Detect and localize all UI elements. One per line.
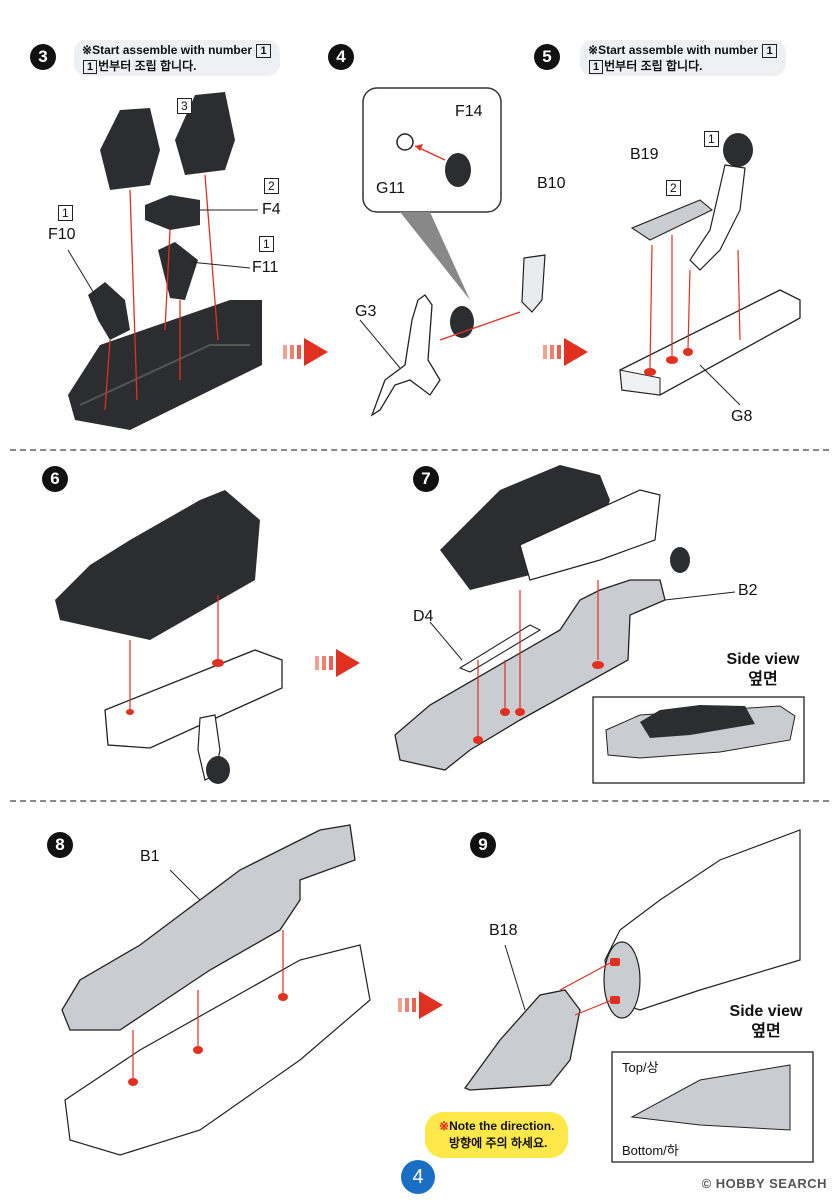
number-box: 1 <box>83 60 98 74</box>
order-tag-1: 1 <box>259 236 274 252</box>
part-label-b10: B10 <box>537 175 566 192</box>
side-view-en: Side view <box>726 651 800 668</box>
side-view-heading: Side view 옆면 <box>720 650 806 690</box>
direction-note-ko: 방향에 주의 하세요. <box>449 1136 548 1150</box>
part-label-f4: F4 <box>262 201 281 218</box>
direction-note-en: ※Note the direction. <box>439 1119 555 1133</box>
number-box: 1 <box>589 60 604 74</box>
number-box: 1 <box>256 44 271 58</box>
step-number-4: 4 <box>328 44 354 70</box>
order-tag-2: 2 <box>666 180 681 196</box>
bottom-label: Bottom/하 <box>622 1143 679 1158</box>
part-label-f14: F14 <box>455 103 483 120</box>
part-label-f11: F11 <box>252 259 279 276</box>
direction-note: ※Note the direction. 방향에 주의 하세요. <box>425 1112 569 1158</box>
flow-arrow-8-9 <box>398 991 443 1019</box>
watermark: © HOBBY SEARCH <box>701 1176 827 1191</box>
step6-drawing <box>55 490 283 784</box>
order-tag-2: 2 <box>264 178 279 194</box>
step-number-3: 3 <box>30 44 56 70</box>
step3-drawing <box>67 92 262 430</box>
side-view-ko: 옆면 <box>751 1023 781 1040</box>
flow-arrow-4-5 <box>543 338 588 366</box>
order-tag-1b: 1 <box>58 205 73 221</box>
top-label: Top/상 <box>622 1060 659 1075</box>
step-number-6: 6 <box>42 466 68 492</box>
part-label-b18: B18 <box>489 922 518 939</box>
step4-drawing <box>359 87 546 417</box>
step-number-8: 8 <box>47 832 73 858</box>
step5-drawing <box>619 133 801 406</box>
section-divider <box>10 449 829 451</box>
flow-arrow-3-4 <box>283 338 328 366</box>
step7-drawing <box>394 465 805 784</box>
step5-note-line1: ※Start assemble with number 1 <box>588 42 778 58</box>
part-label-b2: B2 <box>738 582 758 599</box>
step-number-5: 5 <box>534 44 560 70</box>
step9-drawing <box>463 829 814 1163</box>
page-number-badge: 4 <box>401 1160 435 1194</box>
section-divider <box>10 800 829 802</box>
part-label-g11: G11 <box>376 180 406 197</box>
side-view-en: Side view <box>729 1003 803 1020</box>
side-view-heading: Side view 옆면 <box>716 1002 816 1042</box>
part-label-f10: F10 <box>48 226 76 243</box>
step3-note-line1: ※Start assemble with number 1 <box>82 42 272 58</box>
part-label-g8: G8 <box>731 408 753 425</box>
part-label-b1: B1 <box>140 848 160 865</box>
order-tag-3: 3 <box>177 98 192 114</box>
step-number-7: 7 <box>413 466 439 492</box>
step-number-9: 9 <box>470 832 496 858</box>
order-tag-1: 1 <box>704 131 719 147</box>
part-label-b19: B19 <box>630 146 659 163</box>
number-box: 1 <box>762 44 777 58</box>
side-view-ko: 옆면 <box>748 671 778 688</box>
step8-drawing <box>61 824 371 1156</box>
part-label-g3: G3 <box>355 303 377 320</box>
watermark-text: HOBBY SEARCH <box>715 1176 827 1191</box>
flow-arrow-6-7 <box>315 649 360 677</box>
part-label-d4: D4 <box>413 608 434 625</box>
